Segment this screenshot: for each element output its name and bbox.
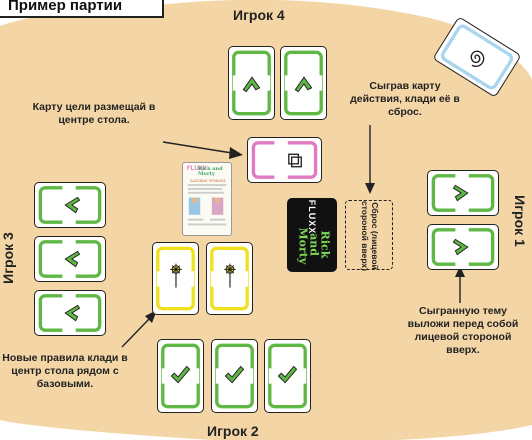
discard-label: Сброс (лицевой стороной вверх) <box>360 201 380 271</box>
player-4-card[interactable] <box>228 46 275 120</box>
arrow-icon <box>431 173 495 213</box>
new-rules-note: Новые правила клади в центр стола рядом … <box>2 352 128 390</box>
discard-note: Сыграв карту действия, клади её в сброс. <box>350 80 460 118</box>
player-1-label: Игрок 1 <box>512 195 528 247</box>
keeper-note: Сыгранную тему выложи перед собой лицево… <box>407 305 519 356</box>
rules-heading: БАЗОВЫЕ ПРАВИЛА <box>190 179 226 183</box>
page-title: Пример партии <box>0 0 164 18</box>
arrow-icon <box>38 185 102 225</box>
rules-illustration <box>187 184 227 226</box>
arrow-icon <box>232 50 271 116</box>
rules-logo: FLUXX <box>187 166 207 172</box>
discard-pile[interactable]: Сброс (лицевой стороной вверх) <box>345 200 393 271</box>
arrow-icon <box>38 293 102 333</box>
player-3-card[interactable] <box>34 290 106 336</box>
deck-brand: Rick and Morty <box>296 227 332 265</box>
player-1-card[interactable] <box>427 170 499 216</box>
arrow-icon <box>284 50 323 116</box>
player-3-card[interactable] <box>34 182 106 228</box>
sparkle-wand-icon <box>156 246 195 311</box>
player-2-card[interactable] <box>211 339 258 413</box>
player-2-card[interactable] <box>264 339 311 413</box>
new-rule-card[interactable] <box>152 242 199 315</box>
player-1-card[interactable] <box>427 224 499 270</box>
goal-card[interactable] <box>247 137 322 183</box>
sparkle-wand-icon <box>210 246 249 311</box>
spiral-card[interactable] <box>432 16 522 98</box>
rules-brand: Rick and Morty <box>198 166 223 177</box>
draw-deck[interactable]: FLUXX Rick and Morty <box>287 198 337 272</box>
player-3-card[interactable] <box>34 236 106 282</box>
checkmark-icon <box>161 343 200 409</box>
goal-note: Карту цели размещай в центре стола. <box>32 101 156 126</box>
player-2-card[interactable] <box>157 339 204 413</box>
spiral-icon <box>440 24 514 90</box>
arrow-icon <box>431 227 495 267</box>
player-4-label: Игрок 4 <box>233 7 285 23</box>
player-2-label: Игрок 2 <box>207 423 259 439</box>
player-4-card[interactable] <box>280 46 327 120</box>
checkmark-icon <box>215 343 254 409</box>
basic-rules-card[interactable]: FLUXX Rick and Morty БАЗОВЫЕ ПРАВИЛА <box>182 162 232 236</box>
checkmark-icon <box>268 343 307 409</box>
double-square-icon <box>251 140 318 180</box>
new-rule-card[interactable] <box>206 242 253 315</box>
arrow-icon <box>38 239 102 279</box>
player-3-label: Игрок 3 <box>0 232 16 284</box>
